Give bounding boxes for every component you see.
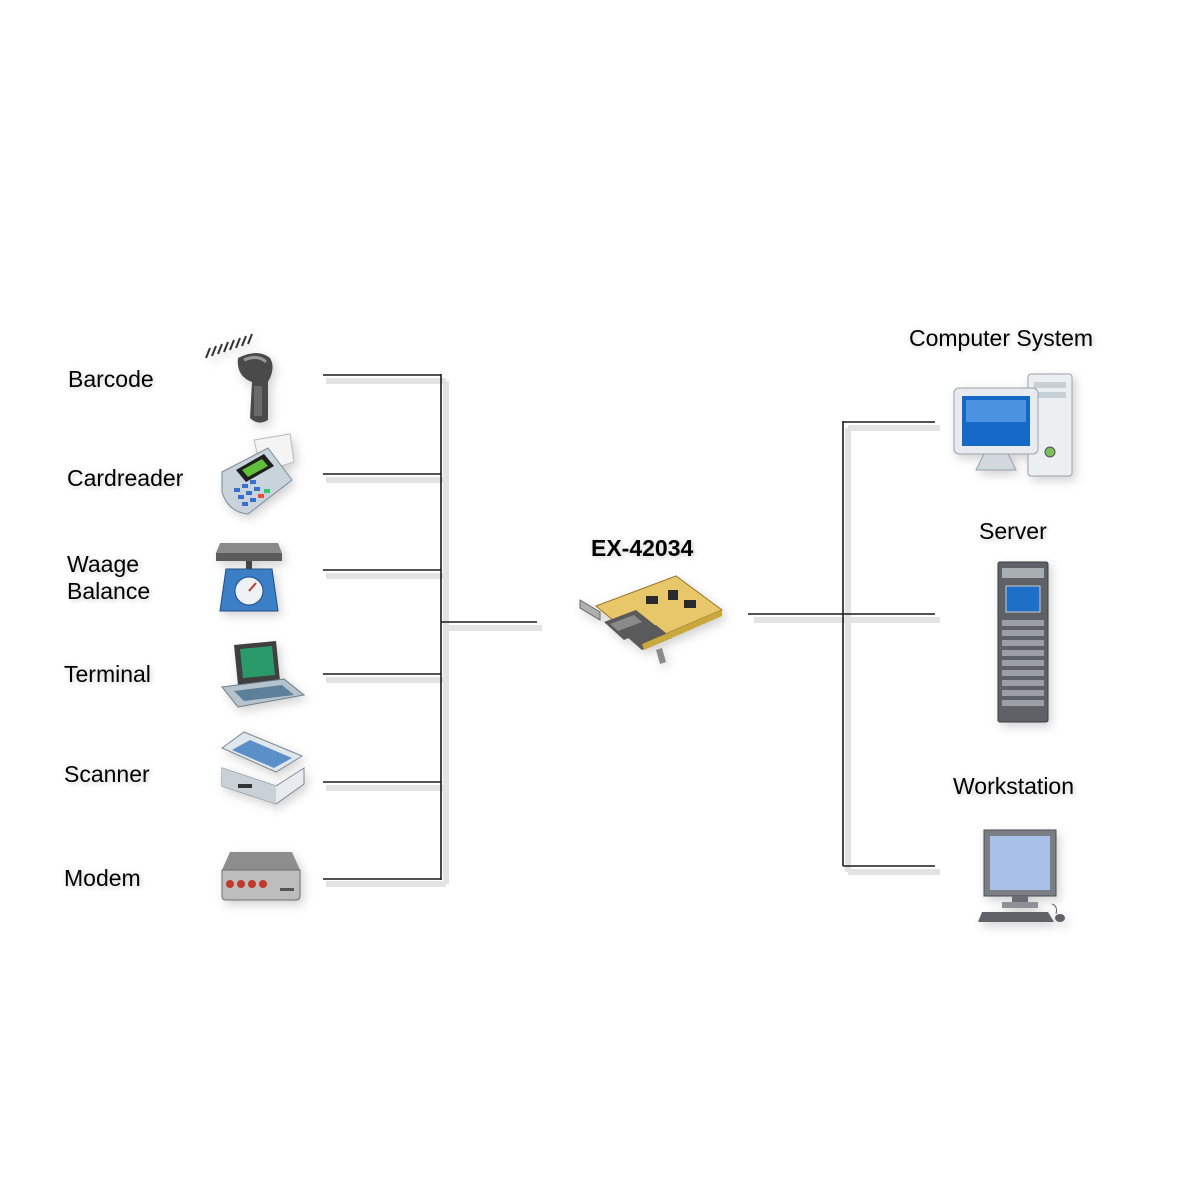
serial-card-icon	[579, 575, 724, 664]
card-reader-icon	[221, 433, 295, 515]
label-balance: Balance	[67, 578, 151, 604]
label-card-model: EX-42034	[591, 535, 694, 561]
computer-system-icon	[953, 373, 1073, 477]
barcode-scanner-icon	[205, 333, 273, 423]
label-modem: Modem	[64, 865, 141, 891]
workstation-icon	[978, 829, 1065, 922]
scale-icon	[216, 543, 282, 612]
connector-shadows	[326, 378, 940, 887]
label-terminal: Terminal	[64, 661, 151, 687]
label-computer-system: Computer System	[909, 325, 1094, 351]
label-cardreader: Cardreader	[67, 465, 184, 491]
label-workstation: Workstation	[953, 773, 1075, 799]
right-connector-bus	[748, 421, 935, 867]
left-connector-bus	[323, 374, 537, 880]
modem-icon	[221, 852, 301, 901]
label-scanner: Scanner	[64, 761, 150, 787]
server-rack-icon	[997, 561, 1049, 723]
label-barcode: Barcode	[68, 366, 154, 392]
terminal-icon	[221, 641, 306, 708]
flatbed-scanner-icon	[221, 731, 305, 805]
label-server: Server	[979, 518, 1047, 544]
label-waage: Waage	[67, 551, 140, 577]
